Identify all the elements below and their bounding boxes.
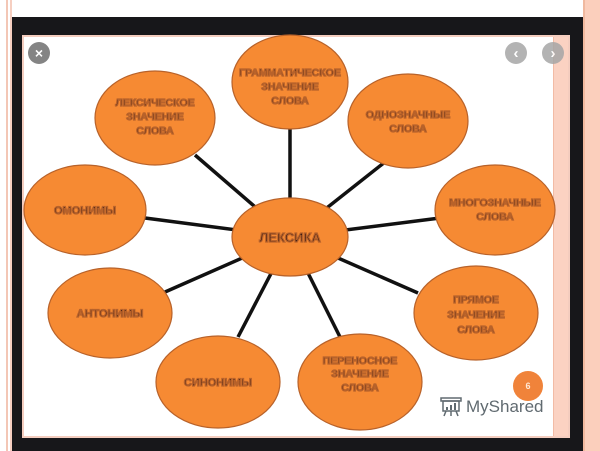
next-slide-button[interactable]: › <box>542 42 564 64</box>
slide-number-badge: 6 <box>513 371 543 401</box>
svg-text:МНОГОЗНАЧНЫЕ: МНОГОЗНАЧНЫЕ <box>449 197 541 209</box>
svg-text:СИНОНИМЫ: СИНОНИМЫ <box>184 377 252 389</box>
close-icon: × <box>34 45 44 61</box>
chevron-right-icon: › <box>550 44 556 62</box>
slide-decor-strip <box>553 37 568 436</box>
svg-text:СЛОВА: СЛОВА <box>136 125 174 137</box>
node-synonyms: СИНОНИМЫ <box>155 335 281 429</box>
watermark-text: MyShared <box>466 397 544 416</box>
svg-text:АНТОНИМЫ: АНТОНИМЫ <box>77 308 144 320</box>
node-unambiguous: ОДНОЗНАЧНЫЕ СЛОВА <box>347 73 469 169</box>
svg-text:ПЕРЕНОСНОЕ: ПЕРЕНОСНОЕ <box>323 355 398 367</box>
node-homonyms: ОМОНИМЫ <box>23 164 147 256</box>
close-button[interactable]: × <box>28 42 50 64</box>
svg-text:ОДНОЗНАЧНЫЕ: ОДНОЗНАЧНЫЕ <box>366 109 450 121</box>
svg-text:ЗНАЧЕНИЕ: ЗНАЧЕНИЕ <box>261 81 318 93</box>
svg-text:ОМОНИМЫ: ОМОНИМЫ <box>54 205 116 217</box>
svg-text:СЛОВА: СЛОВА <box>457 324 495 336</box>
node-figurative-meaning: ПЕРЕНОСНОЕ ЗНАЧЕНИЕ СЛОВА <box>297 333 423 431</box>
node-polysemous: МНОГОЗНАЧНЫЕ СЛОВА <box>434 164 556 256</box>
svg-text:ЗНАЧЕНИЕ: ЗНАЧЕНИЕ <box>126 111 183 123</box>
svg-text:ЛЕКСИКА: ЛЕКСИКА <box>259 230 321 245</box>
svg-text:СЛОВА: СЛОВА <box>476 211 514 223</box>
svg-text:СЛОВА: СЛОВА <box>389 123 427 135</box>
node-grammatical: ГРАММАТИЧЕСКОЕ ЗНАЧЕНИЕ СЛОВА <box>231 34 349 130</box>
presentation-board-icon <box>440 397 462 417</box>
page-edge-left <box>0 0 12 451</box>
svg-text:СЛОВА: СЛОВА <box>271 95 309 107</box>
page-edge-right <box>583 0 600 451</box>
svg-text:ГРАММАТИЧЕСКОЕ: ГРАММАТИЧЕСКОЕ <box>239 67 341 79</box>
chevron-left-icon: ‹ <box>513 44 519 62</box>
myshared-watermark: MyShared <box>440 395 543 419</box>
previous-slide-button[interactable]: ‹ <box>505 42 527 64</box>
svg-text:ЗНАЧЕНИЕ: ЗНАЧЕНИЕ <box>331 368 388 380</box>
slide-number: 6 <box>525 381 531 391</box>
svg-text:ПРЯМОЕ: ПРЯМОЕ <box>453 294 499 306</box>
svg-text:ЛЕКСИЧЕСКОЕ: ЛЕКСИЧЕСКОЕ <box>115 97 194 109</box>
node-direct-meaning: ПРЯМОЕ ЗНАЧЕНИЕ СЛОВА <box>413 265 539 361</box>
svg-text:ЗНАЧЕНИЕ: ЗНАЧЕНИЕ <box>447 309 504 321</box>
node-center-lexics: ЛЕКСИКА <box>231 197 349 277</box>
node-lexical-meaning: ЛЕКСИЧЕСКОЕ ЗНАЧЕНИЕ СЛОВА <box>94 70 216 166</box>
node-antonyms: АНТОНИМЫ <box>47 267 173 359</box>
svg-text:СЛОВА: СЛОВА <box>341 382 379 394</box>
